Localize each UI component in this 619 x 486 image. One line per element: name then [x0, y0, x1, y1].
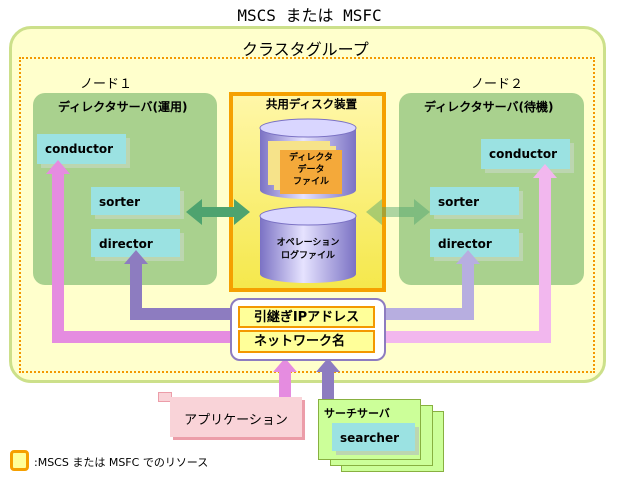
node2-sorter: sorter — [430, 187, 519, 215]
legend-resource-swatch — [10, 450, 29, 471]
node1-disk-green-arrow — [186, 199, 250, 225]
searcher: searcher — [332, 423, 415, 451]
cluster-group-title: クラスタグループ — [242, 40, 369, 59]
pink-arrow-to-node2-conductor — [380, 164, 557, 343]
node2-disk-green-arrow — [366, 199, 430, 225]
pink-arrow-from-application — [273, 358, 297, 404]
application-box: アプリケーション — [170, 397, 302, 437]
purple-arrow-to-node1-director — [124, 250, 238, 320]
cluster-resource-boundary — [19, 57, 595, 373]
pink-arrow-to-node1-conductor — [46, 160, 238, 343]
takeover-ip-address: 引継ぎIPアドレス — [238, 306, 375, 328]
node2-director: director — [430, 229, 519, 257]
director-data-file: ディレクタ データ ファイル — [280, 150, 342, 194]
diagram-title: MSCS または MSFC — [237, 6, 382, 25]
node2-conductor: conductor — [481, 139, 570, 169]
legend-text: :MSCS または MSFC でのリソース — [34, 456, 209, 469]
shared-disk-title: 共用ディスク装置 — [265, 97, 358, 111]
node1-label: ノード１ — [80, 77, 133, 92]
node2-server-title: ディレクタサーバ(待機) — [424, 100, 554, 114]
node1-conductor: conductor — [37, 134, 126, 164]
purple-arrow-from-search-server — [316, 358, 340, 400]
node1-server-title: ディレクタサーバ(運用) — [58, 100, 188, 114]
purple-arrow-to-node2-director — [380, 250, 480, 320]
node2-label: ノード２ — [471, 77, 524, 92]
node1-sorter: sorter — [91, 187, 180, 215]
search-server-title: サーチサーバ — [324, 407, 390, 420]
operation-log-file: オペレーション ログファイル — [276, 238, 340, 261]
network-name: ネットワーク名 — [238, 330, 375, 353]
